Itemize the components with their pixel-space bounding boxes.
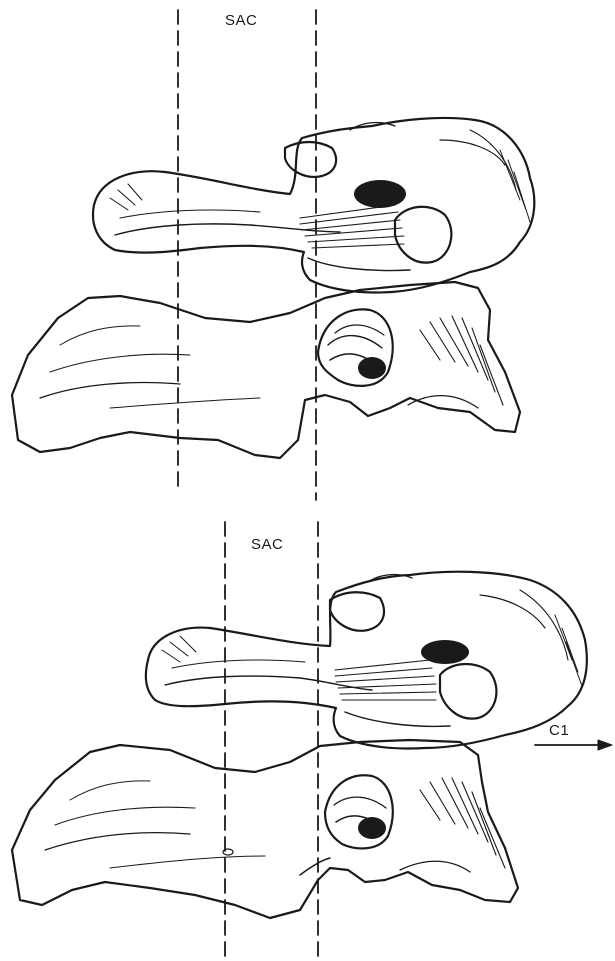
top-c1-vertebra: [93, 118, 534, 293]
c1-label: C1: [549, 722, 569, 739]
sac-label-top: SAC: [225, 12, 257, 29]
top-c2-vertebra: [12, 282, 520, 458]
arrow-right-icon: [535, 740, 612, 750]
bottom-c1-vertebra: [146, 572, 587, 749]
bottom-panel: [12, 522, 612, 961]
top-panel: [12, 10, 534, 500]
bottom-c2-vertebra: [12, 740, 518, 918]
sac-label-bottom: SAC: [251, 536, 283, 553]
